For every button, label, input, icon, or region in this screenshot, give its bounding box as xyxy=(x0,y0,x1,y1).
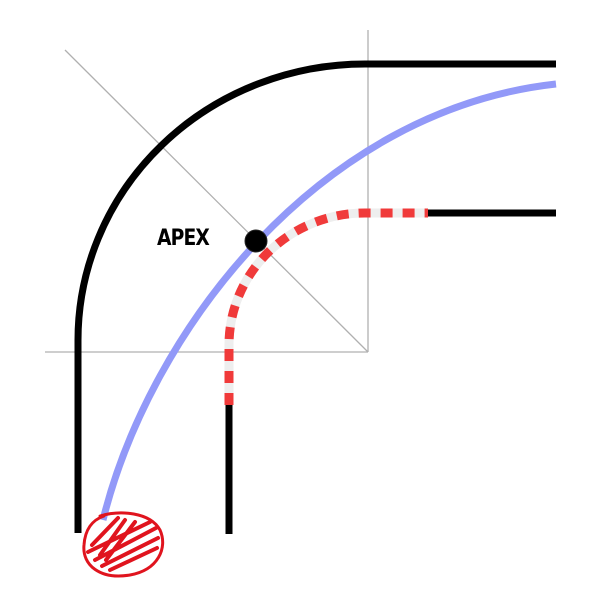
guide-diagonal xyxy=(64,49,369,353)
start-scribble-marker xyxy=(82,511,165,578)
outer-track-edge xyxy=(74,60,556,533)
inner-curb-red xyxy=(224,208,428,405)
guide-lines xyxy=(45,30,369,353)
apex-marker xyxy=(244,229,268,253)
apex-label: APEX xyxy=(157,226,210,251)
racing-line xyxy=(99,80,557,521)
